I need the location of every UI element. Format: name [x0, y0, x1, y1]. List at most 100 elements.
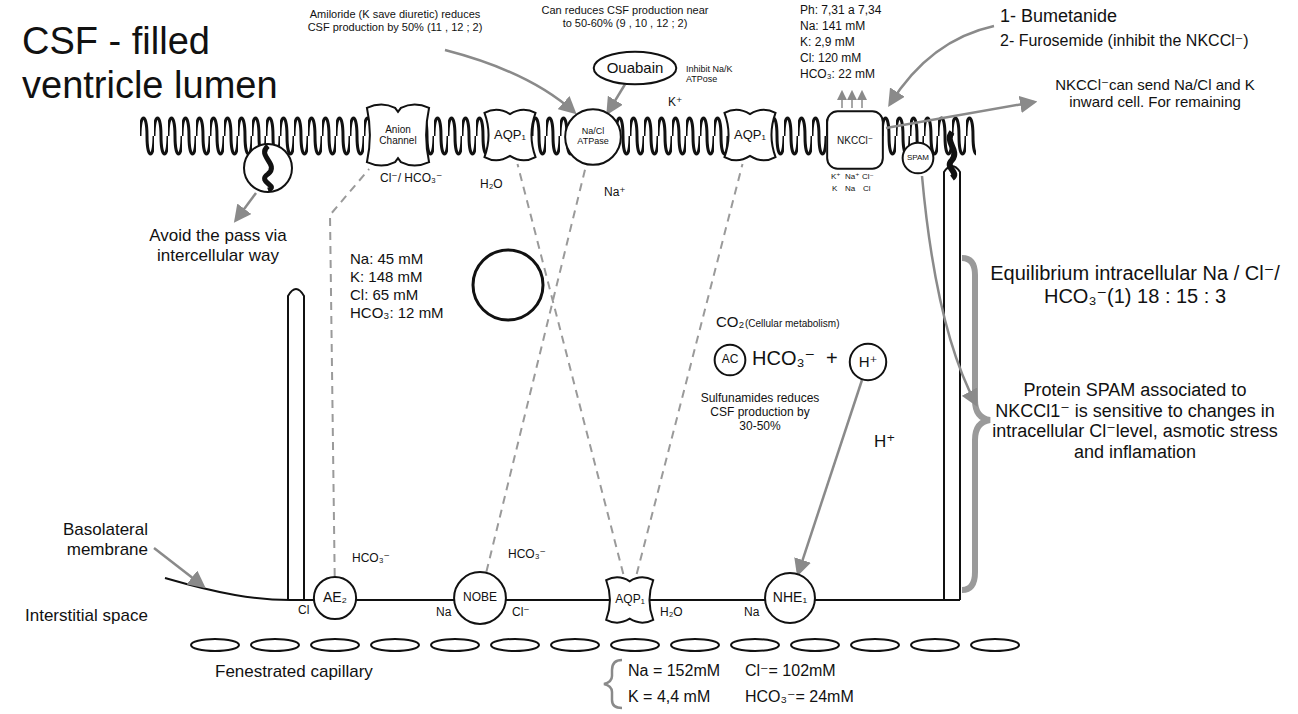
node-shape: [594, 52, 677, 85]
note-arrow: [886, 102, 1034, 128]
node-shape: [367, 104, 429, 165]
node-shape: [607, 577, 654, 622]
node-text: AC: [722, 353, 739, 366]
junction-strand: [265, 146, 272, 190]
concentration-label: Na = 152mM: [628, 662, 720, 680]
node-text-group: H⁺: [859, 354, 878, 371]
node-text: Na/Cl ATPase: [572, 127, 614, 147]
ion-label: K⁺: [831, 172, 841, 181]
annotation-note: Equilibrium intracellular Na / Cl⁻/ HCO₃…: [985, 262, 1285, 308]
concentration-label: Cl⁻= 102mM: [745, 662, 836, 680]
ion-label: H₂O: [480, 178, 503, 192]
ion-label: Na: [845, 184, 855, 193]
node-shape: [314, 577, 356, 619]
ion-circle: H⁺: [849, 343, 887, 381]
node-shape: [827, 111, 883, 169]
concentration-label: HCO₃: 12 mM: [350, 304, 444, 321]
node-text-group: NOBE: [463, 591, 497, 604]
note-arrow: [922, 176, 976, 404]
node-shape: [454, 572, 506, 624]
ion-label: H₂O: [660, 606, 683, 620]
part-label: Interstitial space: [25, 606, 148, 626]
ion-label: HCO₃⁻: [752, 347, 815, 370]
node-text: H⁺: [859, 354, 878, 371]
node-text-group: AC: [722, 353, 739, 366]
node-text-group: AQP₁: [615, 593, 644, 606]
concentration-label: K = 4,4 mM: [628, 688, 710, 706]
concentration-label: HCO₃⁻= 24mM: [745, 688, 854, 706]
node-text: NOBE: [463, 591, 497, 604]
node-text: Ouabain: [607, 60, 664, 77]
exchanger-circle: AE₂: [313, 576, 357, 620]
drug-note: Amiloride (K save diuretic) reduces CSF …: [300, 8, 490, 33]
part-label: Basolateral membrane: [18, 520, 148, 559]
aquaporin: AQP₁: [481, 106, 539, 164]
brace: [604, 660, 622, 708]
flux-arrow: [851, 92, 853, 108]
ion-label: HCO₃⁻: [352, 552, 390, 566]
capillary-wall: [191, 639, 1019, 651]
node-text-group: AE₂: [323, 590, 347, 605]
node-text: Anion Channel: [373, 124, 423, 146]
molecule-label: CO₂: [716, 313, 744, 330]
node-text-group: NHE₁: [773, 590, 807, 605]
junction-strand: [950, 132, 955, 178]
node-text-group: Na/Cl ATPase: [572, 127, 614, 147]
concentration-label: Na: 141 mM: [800, 20, 865, 34]
node-text-group: AQP₁: [734, 128, 766, 142]
concentration-label: HCO₃: 22 mM: [800, 68, 875, 82]
exchanger-circle: NHE₁: [764, 572, 816, 624]
molecule-label: (Cellular metabolism): [745, 318, 839, 330]
ion-label: K⁺: [668, 96, 682, 110]
part-label: Fenestrated capillary: [215, 662, 373, 682]
annotation-note: Avoid the pass via intercellular way: [128, 226, 308, 265]
drug-note: Can reduces CSF production near to 50-60…: [540, 4, 710, 29]
drug-arrow: [890, 26, 994, 104]
operator-sign: +: [826, 347, 838, 370]
lateral-wall: [944, 166, 960, 600]
drug-note: 1- Bumetanide: [1000, 6, 1117, 27]
annotation-note: NKCCl⁻can send Na/Cl and K inward cell. …: [1040, 76, 1270, 111]
flow-arrow: [608, 85, 625, 113]
node-text-group: NKCCl⁻: [837, 135, 873, 146]
concentration-label: Na: 45 mM: [350, 250, 423, 267]
annotation-note: Protein SPAM associated to NKCCl1⁻ is se…: [985, 380, 1285, 463]
node-shape: [565, 109, 621, 165]
drug-note: Sulfunamides reduces CSF production by 3…: [700, 392, 820, 433]
node-text-group: AQP₁: [494, 128, 526, 142]
concentration-label: Ph: 7,31 a 7,34: [800, 4, 881, 18]
pump-circle: Na/Cl ATPase: [564, 108, 622, 166]
node-text: AQP₁: [615, 593, 644, 606]
region-title: CSF - filled ventricle lumen: [22, 20, 332, 107]
concentration-label: Cl: 120 mM: [800, 52, 861, 66]
drug-note: Inhibit Na/K ATPose: [686, 64, 748, 85]
ion-label: Na: [436, 606, 451, 620]
nucleus: [473, 250, 543, 320]
leader-arrow: [154, 548, 203, 586]
tight-junction: [244, 144, 292, 192]
aquaporin: AQP₁: [603, 574, 656, 626]
node-shape: [715, 345, 746, 376]
ion-label: K: [832, 184, 837, 193]
ion-label: Cl⁻: [862, 172, 874, 181]
node-shape: [484, 110, 535, 161]
aquaporin: AQP₁: [721, 106, 779, 164]
ion-label: Na: [744, 606, 759, 620]
enzyme-circle: AC: [714, 344, 746, 376]
anion-channel: Anion Channel: [361, 101, 435, 169]
concentration-label: K: 2,9 mM: [800, 36, 855, 50]
node-text: NHE₁: [773, 590, 807, 605]
ion-label: Cl⁻/ HCO₃⁻: [380, 172, 442, 186]
flux-arrow: [841, 92, 843, 108]
ion-label: Cl: [298, 604, 309, 618]
node-text: AQP₁: [734, 128, 766, 142]
dashed-pathway: [330, 169, 369, 576]
ion-label: Na⁺: [604, 186, 626, 200]
node-shape: [724, 110, 775, 161]
concentration-label: K: 148 mM: [350, 268, 423, 285]
ion-label: HCO₃⁻: [508, 548, 546, 562]
leader-arrow: [236, 193, 256, 220]
concentration-label: Cl: 65 mM: [350, 286, 418, 303]
node-text: AQP₁: [494, 128, 526, 142]
node-shape: [903, 143, 934, 174]
